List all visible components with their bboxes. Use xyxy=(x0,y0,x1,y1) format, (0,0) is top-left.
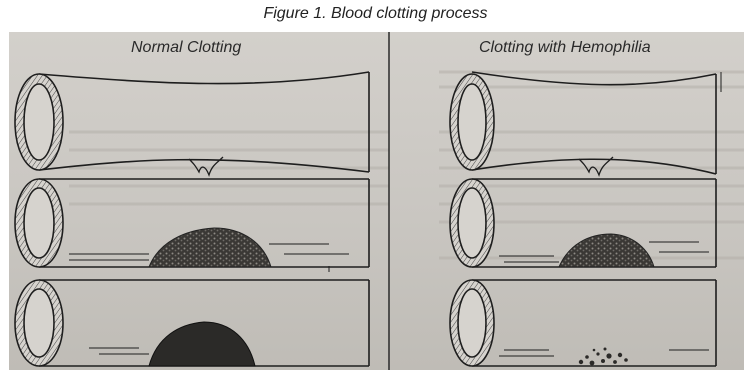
panel-title-normal: Normal Clotting xyxy=(131,39,241,56)
vessel-normal-injury xyxy=(15,72,369,175)
panel-title-hemophilia: Clotting with Hemophilia xyxy=(479,39,651,56)
platelet-clot-hemophilia-forming xyxy=(559,234,654,267)
platelet-clot-normal-complete xyxy=(149,322,255,366)
background-texture xyxy=(69,72,744,258)
vessel-hemophilia-clot-fails xyxy=(450,280,716,366)
platelet-clot-normal-forming xyxy=(149,228,271,267)
figure-caption: Figure 1. Blood clotting process xyxy=(0,5,751,23)
diagram-photo: Normal Clotting Clotting with Hemophilia xyxy=(9,32,744,370)
scattered-platelets-hemophilia xyxy=(579,348,628,366)
diagram-canvas: Normal Clotting Clotting with Hemophilia xyxy=(9,32,744,370)
